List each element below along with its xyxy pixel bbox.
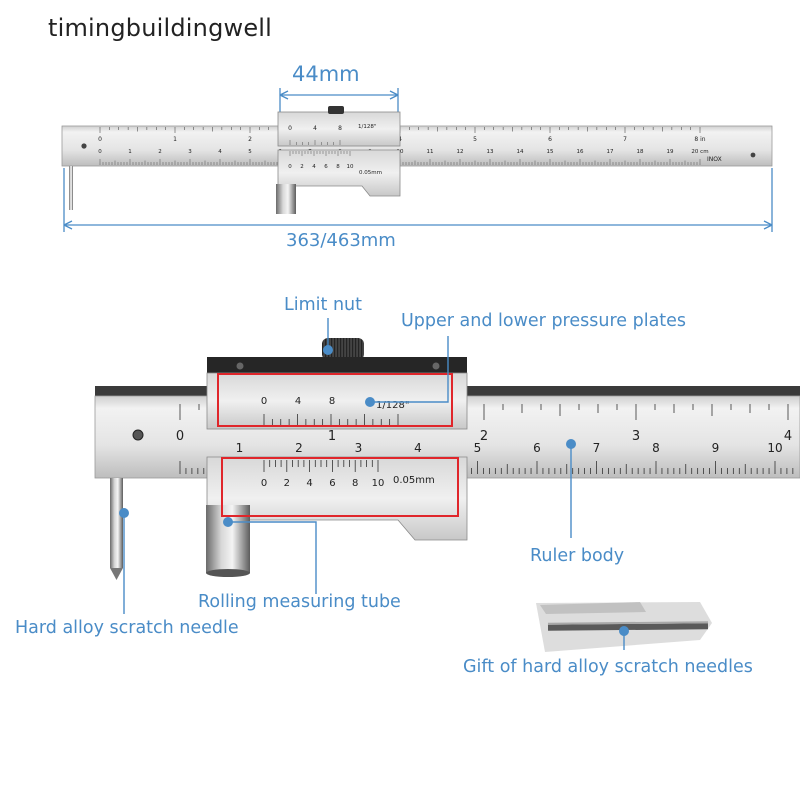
overview-rivet [81,143,87,149]
slider-width-dimension [279,88,399,116]
scratch-needle [110,478,123,568]
overview-vernier-top-label: 1/128" [358,124,376,130]
callout-rolling-tube: Rolling measuring tube [198,592,401,612]
overview-mm-label: 15 [547,149,554,155]
detail-vernier-bottom-number: 4 [306,478,312,489]
detail-mm-label: 7 [593,441,601,455]
detail-mm-label: 6 [533,441,541,455]
overview-vernier-bottom-number: 2 [300,164,304,170]
highlight-lower-scale [221,457,459,517]
detail-mm-label: 2 [295,441,303,455]
rolling-tube-bottom [206,569,250,577]
overview-mm-label: 2 [158,149,162,155]
overview-caliper: 012345678 in0123456789101112131415161718… [61,88,773,232]
overview-rivet-right [750,152,756,158]
overview-inox-mark: INOX [707,156,722,163]
slider-width-label: 44mm [292,62,360,86]
total-length-dimension [63,168,773,232]
callout-lines [123,318,625,650]
detail-mm-label: 5 [474,441,482,455]
detail-vernier-top: 0 4 8 [261,396,399,426]
overview-vernier-bottom-number: 4 [312,164,316,170]
upper-plate-top [207,357,467,375]
overview-vernier-bottom: 0 2 4 6 8 10 [288,151,354,170]
overview-inch-label: 8 in [694,136,705,143]
overview-mm-label: 12 [457,149,464,155]
overview-vernier-bottom-number: 8 [336,164,340,170]
detail-vernier-bottom-number: 10 [372,478,385,489]
overview-vernier-bottom-number: 10 [347,164,354,170]
overview-mm-label: 18 [637,149,644,155]
overview-mm-label: 16 [577,149,584,155]
upper-plate-screw-right [432,362,440,370]
overview-vernier-bottom-number: 6 [324,164,328,170]
callout-pressure-plates: Upper and lower pressure plates [401,311,687,331]
overview-mm-label: 1 [128,149,132,155]
detail-vernier-bottom-number: 6 [329,478,335,489]
callout-scratch-needle: Hard alloy scratch needle [15,618,239,638]
overview-inch-label: 5 [473,136,477,143]
overview-mm-label: 17 [607,149,614,155]
detail-mm-label: 1 [236,441,244,455]
detail-caliper: 0 1 2 3 4 1 2 3 4 5 6 7 8 9 10 0 4 8 1/128" 0 2 4 6 8 10 0.05… [94,338,800,580]
detail-mm-label: 3 [355,441,363,455]
highlight-upper-scale [217,373,453,427]
overview-vernier-bottom-number: 0 [288,164,292,170]
overview-mm-label: 0 [98,149,102,155]
detail-mm-label: 4 [414,441,422,455]
detail-mm-label: 10 [767,441,782,455]
detail-vernier-top-number: 4 [295,396,301,407]
overview-mm-label: 5 [248,149,252,155]
overview-scratch-needle [69,166,73,210]
callout-gift-needles: Gift of hard alloy scratch needles [463,657,753,677]
detail-vernier-top-label: 1/128" [376,400,409,411]
overview-vernier-top-number: 8 [338,125,342,132]
overview-upper-plate [277,111,401,147]
detail-vernier-bottom-number: 0 [261,478,267,489]
limit-nut [322,338,364,360]
detail-vernier-bottom-label: 0.05mm [393,475,435,486]
detail-vernier-bottom: 0 2 4 6 8 10 [261,460,385,489]
callout-ruler-body: Ruler body [530,546,625,566]
overview-mm-label: 19 [667,149,674,155]
overview-inch-label: 7 [623,136,627,143]
detail-inch-label: 0 [176,429,184,444]
detail-inch-label: 3 [632,429,640,444]
overview-rolling-tube [276,184,296,214]
detail-vernier-top-number: 8 [329,396,335,407]
overview-mm-label: 13 [487,149,494,155]
callout-limit-nut: Limit nut [284,295,362,315]
detail-mm-label: 8 [652,441,660,455]
upper-plate-screw-left [236,362,244,370]
scratch-needle-tip [110,568,123,580]
overview-inch-label: 0 [98,136,102,143]
overview-inch-label: 1 [173,136,177,143]
overview-mm-label: 3 [188,149,192,155]
detail-inch-label: 4 [784,429,792,444]
overview-vernier-top-number: 4 [313,125,317,132]
detail-vernier-bottom-number: 2 [284,478,290,489]
overview-ruler-body [61,125,773,167]
overview-vernier-bottom-label: 0.05mm [359,170,382,176]
detail-vernier-top-number: 0 [261,396,267,407]
overview-inch-label: 6 [548,136,552,143]
brand-watermark: timingbuildingwell [48,14,273,42]
detail-inch-label: 1 [328,429,336,444]
overview-vernier-top: 0 4 8 [288,125,342,145]
overview-mm-label: 20 cm [691,149,708,155]
overview-vernier-top-number: 0 [288,125,292,132]
detail-mm-label: 9 [712,441,720,455]
overview-mm-label: 4 [218,149,222,155]
total-length-label: 363/463mm [286,230,396,251]
detail-inch-label: 2 [480,429,488,444]
upper-pressure-plate [206,372,468,430]
overview-inch-label: 2 [248,136,252,143]
overview-mm-label: 11 [427,149,434,155]
overview-limit-nut [328,106,344,114]
detail-rivet [132,429,144,441]
overview-mm-label: 14 [517,149,524,155]
callout-dots [119,345,629,636]
detail-vernier-bottom-number: 8 [352,478,358,489]
